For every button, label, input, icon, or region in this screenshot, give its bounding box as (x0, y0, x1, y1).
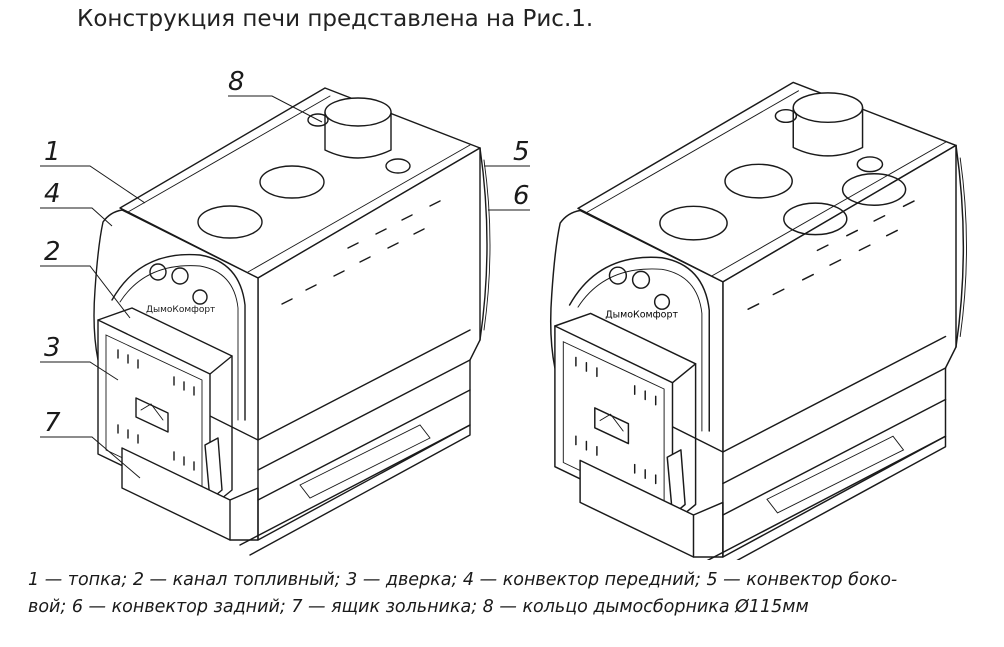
callout-6: 6 (513, 181, 530, 211)
callout-7: 7 (44, 408, 61, 438)
callout-4: 4 (44, 179, 61, 209)
callout-8: 8 (228, 67, 245, 97)
brand-text-right: ДымоКомфорт (605, 310, 678, 321)
brand-text: ДымоКомфорт (146, 305, 215, 315)
stove-right-view: ДымоКомфорт (549, 81, 968, 560)
callout-2: 2 (44, 237, 61, 267)
stove-figure: ДымоКомфорт 8 1 4 2 3 7 5 6 ДымоКомфорт (40, 67, 968, 560)
figure-caption: 1 — топка; 2 — канал топливный; 3 — двер… (28, 567, 988, 621)
stove-left-view: ДымоКомфорт 8 1 4 2 3 7 5 6 (40, 67, 530, 556)
caption-line-2: вой; 6 — конвектор задний; 7 — ящик золь… (28, 597, 809, 617)
callout-1: 1 (44, 137, 61, 167)
caption-line-1: 1 — топка; 2 — канал топливный; 3 — двер… (28, 570, 898, 590)
page-heading: Конструкция печи представлена на Рис.1. (77, 6, 594, 32)
callout-5: 5 (513, 137, 530, 167)
callout-3: 3 (44, 333, 61, 363)
